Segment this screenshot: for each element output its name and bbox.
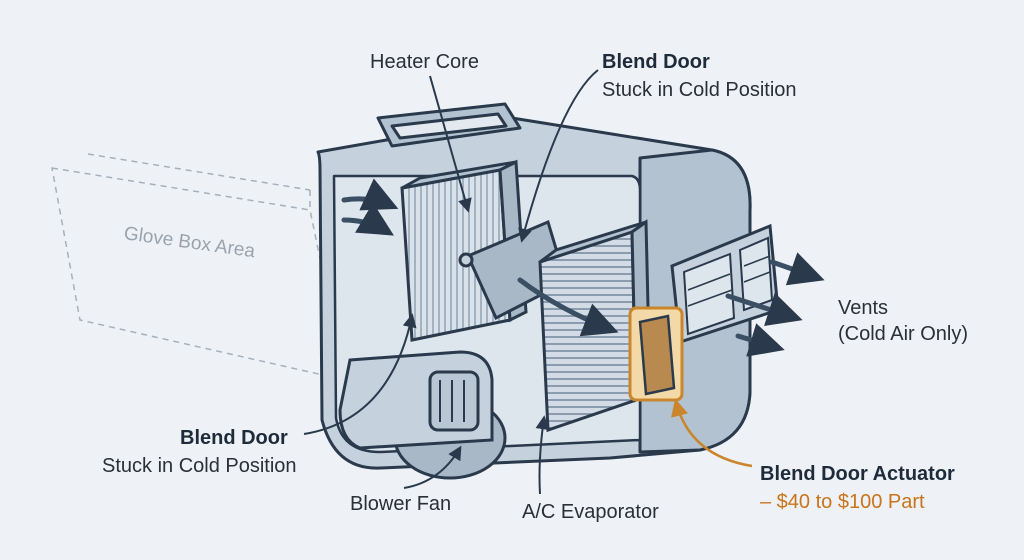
- blend-door-left-subtitle: Stuck in Cold Position: [102, 455, 297, 477]
- blend-door-left-title-text: Blend Door: [180, 427, 288, 449]
- blend-door-actuator-shape: [628, 306, 684, 402]
- leader-lines: [303, 69, 599, 495]
- actuator-title-text: Blend Door Actuator: [760, 463, 955, 485]
- blend-door-top-title-text: Blend Door: [602, 51, 710, 73]
- vent-outlet-shape: [670, 223, 780, 345]
- evaporator-label: A/C Evaporator: [522, 501, 659, 523]
- actuator-leader-line: [671, 398, 753, 468]
- blend-door-top-title: Blend Door: [602, 50, 710, 74]
- blower-fan-label: Blower Fan: [350, 493, 452, 515]
- heater-core-label: Heater Core: [370, 51, 479, 73]
- actuator-title: Blend Door Actuator: [760, 462, 955, 486]
- airflow-arrows: [341, 178, 825, 357]
- blend-door-top-subtitle: Stuck in Cold Position: [602, 79, 797, 101]
- vents-label: Vents: [838, 297, 889, 319]
- blower-fan-shape: [338, 350, 507, 480]
- blend-door-left-title: Blend Door: [180, 426, 288, 450]
- glove-box-outline: [51, 153, 346, 381]
- vents-sublabel: (Cold Air Only): [838, 323, 969, 345]
- actuator-subtitle: – $40 to $100 Part: [760, 491, 925, 513]
